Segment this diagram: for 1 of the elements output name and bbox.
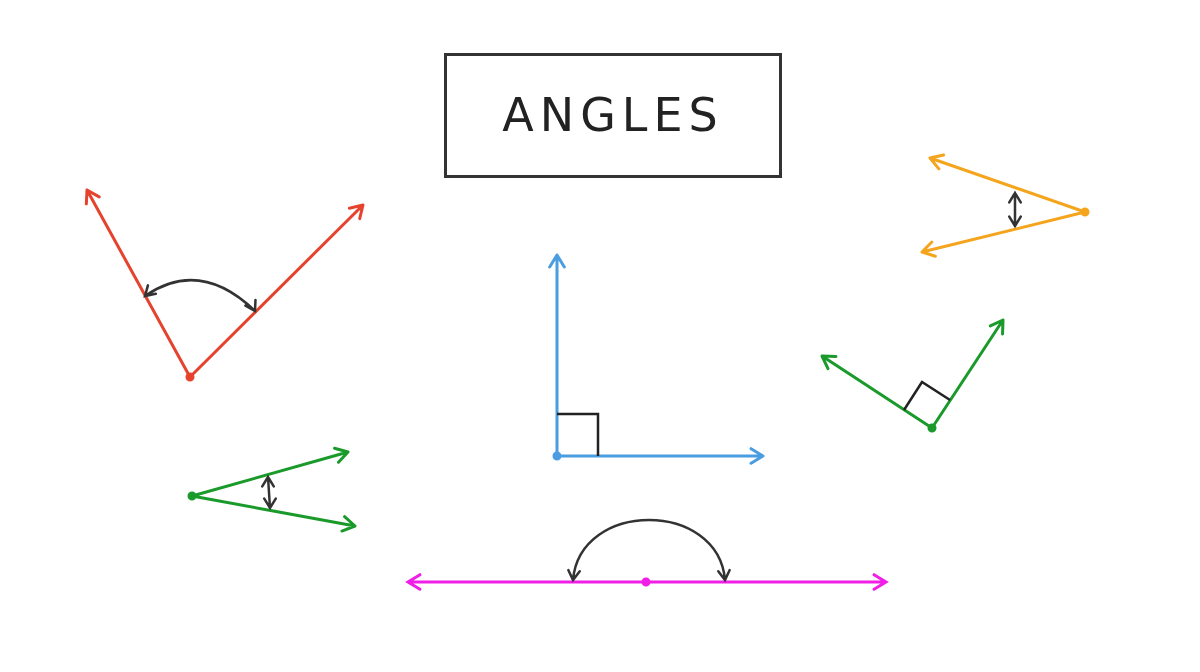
title-box: ANGLES: [444, 53, 782, 178]
